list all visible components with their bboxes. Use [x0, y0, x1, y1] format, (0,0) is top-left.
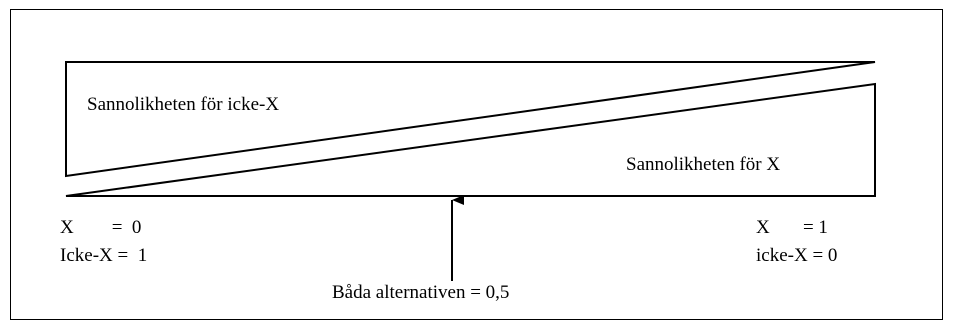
not-x-probability-label: Sannolikheten för icke-X	[87, 94, 280, 115]
not-x-probability-region	[65, 61, 876, 178]
right-not-x-value: icke-X = 0	[756, 245, 838, 266]
right-x-value: X = 1	[756, 217, 828, 238]
left-x-value: X = 0	[60, 217, 142, 238]
left-not-x-value: Icke-X = 1	[60, 245, 148, 266]
x-probability-label: Sannolikheten för X	[626, 154, 781, 175]
midpoint-label: Båda alternativen = 0,5	[332, 282, 510, 303]
x-probability-region	[65, 82, 876, 197]
